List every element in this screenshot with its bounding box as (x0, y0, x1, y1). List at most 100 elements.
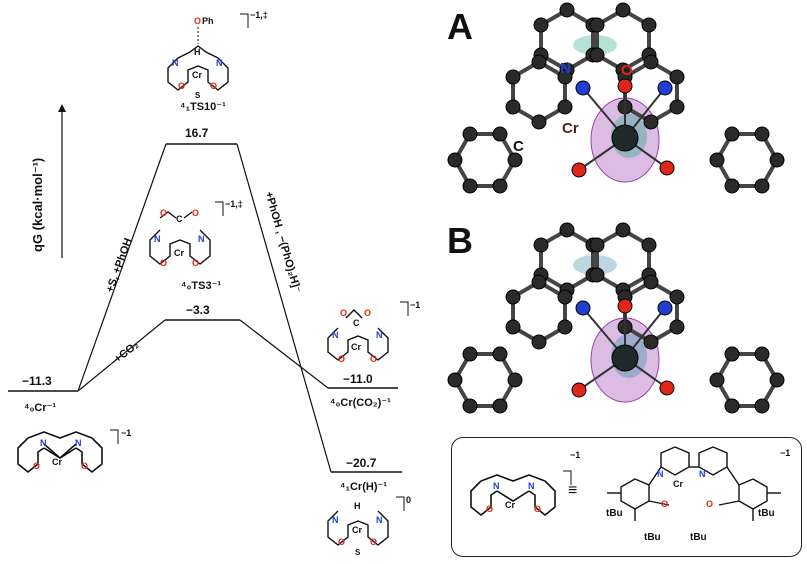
panel-a-atom-c: C (513, 138, 524, 155)
carbon-atom (492, 178, 508, 194)
density-lobe-top (573, 255, 617, 275)
label-crco2: ⁴₀Cr(CO₂)⁻¹ (330, 397, 391, 409)
carbon-atom (557, 99, 573, 115)
structure-panel-b (447, 222, 785, 414)
carbon-atom (669, 319, 685, 335)
carbon-atom (615, 222, 631, 238)
svg-text:N: N (198, 234, 205, 244)
svg-text:N: N (75, 438, 82, 448)
svg-text:O: O (192, 208, 199, 218)
svg-text:N: N (40, 438, 47, 448)
svg-text:N: N (528, 481, 535, 491)
carbon-atom (559, 2, 575, 18)
svg-text:H: H (354, 501, 361, 511)
carbon-atom (505, 99, 521, 115)
legend-box (451, 437, 802, 557)
svg-text:N: N (657, 469, 664, 479)
svg-text:O: O (160, 258, 167, 268)
svg-text:Cr: Cr (351, 342, 361, 352)
molecule-ts10: O Ph H N N Cr O O S (167, 13, 249, 100)
path-ts10-crh (236, 143, 332, 473)
molecule-ts3: O O C N N Cr O O (149, 201, 224, 268)
svg-text:C: C (353, 318, 360, 328)
carbon-atom (531, 334, 547, 350)
svg-text:O: O (370, 537, 377, 547)
path-cr-ts10 (77, 143, 167, 392)
hetero-atom (659, 160, 675, 176)
svg-text:S: S (355, 548, 361, 557)
svg-text:Cr: Cr (174, 248, 184, 258)
svg-text:O: O (364, 308, 371, 318)
carbon-atom (559, 222, 575, 238)
carbon-atom (669, 289, 685, 305)
svg-text:O: O (486, 504, 493, 514)
carbon-atom (643, 114, 659, 130)
carbon-atom (505, 289, 521, 305)
carbon-atom (615, 2, 631, 18)
carbon-atom (507, 372, 523, 388)
svg-text:O: O (661, 499, 668, 509)
path-ts3-crco2 (239, 319, 329, 389)
svg-text:S: S (195, 91, 201, 100)
label-ts10: ⁴₁TS10⁻¹ (180, 101, 226, 113)
legend-simplified-ligand: N N Cr O O (470, 470, 572, 517)
structure-panel-a (447, 2, 785, 194)
carbon-atom (531, 54, 547, 70)
panel-a-atom-o: O (621, 62, 633, 79)
svg-text:O: O (340, 308, 347, 318)
svg-text:N: N (332, 330, 339, 340)
legend-charge-right: −1 (780, 448, 791, 458)
svg-text:N: N (376, 330, 383, 340)
panel-label-b: B (447, 220, 473, 261)
svg-text:Cr: Cr (192, 70, 202, 80)
carbon-atom (724, 178, 740, 194)
carbon-atom (492, 346, 508, 362)
legend-charge-left: −1 (570, 450, 581, 460)
carbon-atom (531, 114, 547, 130)
carbon-atom (754, 346, 770, 362)
svg-text:O: O (210, 81, 217, 91)
legend-structures: N N Cr O O N N Cr O O (470, 446, 781, 521)
carbon-atom (492, 126, 508, 142)
carbon-atom (557, 289, 573, 305)
svg-text:O: O (33, 461, 40, 471)
charge-ts3: −1,‡ (225, 199, 243, 209)
carbon-atom (589, 17, 605, 33)
svg-text:O: O (338, 354, 345, 364)
value-crh: −20.7 (346, 456, 377, 470)
carbon-atom (492, 398, 508, 414)
molecule-crh: H N N Cr O O S (327, 496, 405, 557)
carbon-atom (447, 152, 463, 168)
carbon-atom (724, 346, 740, 362)
svg-text:O: O (194, 16, 201, 26)
carbon-atom (724, 126, 740, 142)
molecule-crco2: O O C N N Cr O O (327, 301, 409, 364)
hetero-atom (617, 78, 633, 94)
svg-text:H: H (194, 47, 201, 57)
carbon-atom (462, 398, 478, 414)
svg-text:Cr: Cr (673, 479, 683, 489)
svg-text:Cr: Cr (52, 457, 62, 467)
legend-tbu-right: tBu (758, 508, 775, 519)
carbon-atom (462, 178, 478, 194)
svg-text:N: N (172, 58, 179, 68)
legend-tbu-bottom-left: tBu (644, 532, 661, 543)
svg-text:N: N (376, 515, 383, 525)
carbon-atom (724, 398, 740, 414)
label-crh: ⁴₁Cr(H)⁻¹ (340, 481, 387, 493)
carbon-atom (709, 152, 725, 168)
carbon-atom (447, 372, 463, 388)
hetero-atom (571, 162, 587, 178)
legend-tbu-bottom-right: tBu (690, 532, 707, 543)
svg-text:O: O (192, 258, 199, 268)
legend-equiv: ≡ (568, 482, 578, 499)
y-axis-label: qG (kcal·mol⁻¹) (30, 157, 45, 252)
carbon-atom (462, 126, 478, 142)
path-cr-ts3 (77, 319, 166, 392)
panel-a-atom-n: N (560, 60, 571, 77)
carbon-atom (505, 319, 521, 335)
carbon-atom (589, 267, 605, 283)
carbon-atom (754, 398, 770, 414)
y-axis-arrowhead (58, 104, 66, 112)
